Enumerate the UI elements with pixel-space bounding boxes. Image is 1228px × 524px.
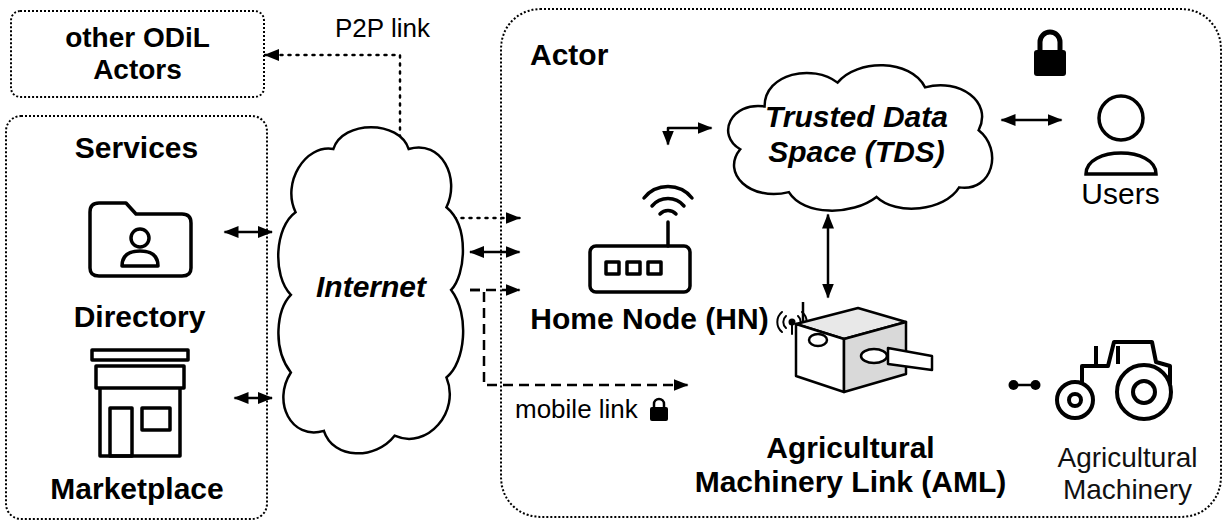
cloud-outline xyxy=(728,65,992,210)
node-label: Agricultural Machinery xyxy=(1040,442,1216,506)
person-body xyxy=(122,251,158,266)
user-head xyxy=(1099,96,1143,140)
shop-door xyxy=(110,408,132,456)
user-body xyxy=(1086,153,1156,174)
edge-label: P2P link xyxy=(332,13,433,43)
router-led xyxy=(648,262,661,274)
folder-outline xyxy=(90,203,191,276)
wifi-wave xyxy=(644,187,692,198)
user-icon xyxy=(1086,96,1156,174)
actor-group-box: other ODiL Actors xyxy=(10,10,265,98)
router-antenna xyxy=(666,222,670,246)
connector-arrow xyxy=(1014,384,1036,387)
rear-wheel xyxy=(1117,365,1171,419)
connector-arrow xyxy=(668,128,712,145)
edge-label-holder: P2P link xyxy=(332,14,433,44)
tractor-exhaust xyxy=(1094,346,1098,366)
person-head xyxy=(131,229,149,247)
edge-label-holder: mobile link xyxy=(512,395,641,425)
front-wheel xyxy=(1057,382,1093,418)
edge-label: mobile link xyxy=(512,394,641,424)
tractor-cab xyxy=(1116,346,1120,364)
connector-arrow xyxy=(827,215,830,298)
home-node: Home Node (HN) xyxy=(520,145,780,337)
connector-arrow xyxy=(225,231,273,234)
tractor-icon xyxy=(1057,342,1171,419)
cloud-outline xyxy=(278,127,463,453)
shop-icon xyxy=(92,350,188,456)
shop-roof xyxy=(92,350,188,360)
router-led xyxy=(606,262,619,274)
users-actor: Users xyxy=(1062,88,1180,212)
node-label: Trusted Data Space (TDS) xyxy=(752,100,962,169)
connector-arrow xyxy=(1002,119,1062,122)
aml-logo xyxy=(861,349,887,363)
node-label: Services xyxy=(75,131,198,166)
services-panel: ServicesDirectoryMarketplace xyxy=(5,115,268,520)
folder-icon xyxy=(90,203,191,276)
directory-service: Directory xyxy=(55,190,225,335)
node-label: Home Node (HN) xyxy=(530,302,768,337)
wifi-wave xyxy=(660,211,676,214)
aml-front xyxy=(796,324,844,392)
trusted-data-space-cloud: Trusted Data Space (TDS) xyxy=(712,55,1002,215)
node-label: Agricultural Machinery Link (AML) xyxy=(692,431,1010,500)
front-hub xyxy=(1069,394,1081,406)
actor-panel: ActorTrusted Data Space (TDS) UsersHome N… xyxy=(500,8,1222,518)
node-label: Directory xyxy=(74,300,206,335)
node-label: Marketplace xyxy=(50,472,223,507)
shop-sign xyxy=(96,366,184,388)
lock-icon xyxy=(650,399,668,421)
aml-connector xyxy=(888,348,932,370)
shop-window xyxy=(142,408,170,430)
wifi-wave xyxy=(652,199,684,206)
lock-icon xyxy=(1034,32,1066,76)
node-label: Actor xyxy=(530,38,608,73)
internet-cloud: Internet xyxy=(272,115,470,460)
aml-device-icon xyxy=(796,302,932,392)
node-label: other ODiL Actors xyxy=(20,22,255,86)
router-led xyxy=(627,262,640,274)
aml-logo xyxy=(809,334,827,346)
router-icon xyxy=(590,187,692,292)
node-label: Users xyxy=(1081,177,1159,212)
rear-hub xyxy=(1133,381,1155,403)
node-label: Internet xyxy=(316,270,426,305)
router-body xyxy=(590,246,690,292)
marketplace-service: Marketplace xyxy=(40,345,235,507)
shop-walls xyxy=(100,388,180,456)
agricultural-machinery: Agricultural Machinery xyxy=(1036,335,1220,507)
connector-arrow xyxy=(470,251,520,254)
